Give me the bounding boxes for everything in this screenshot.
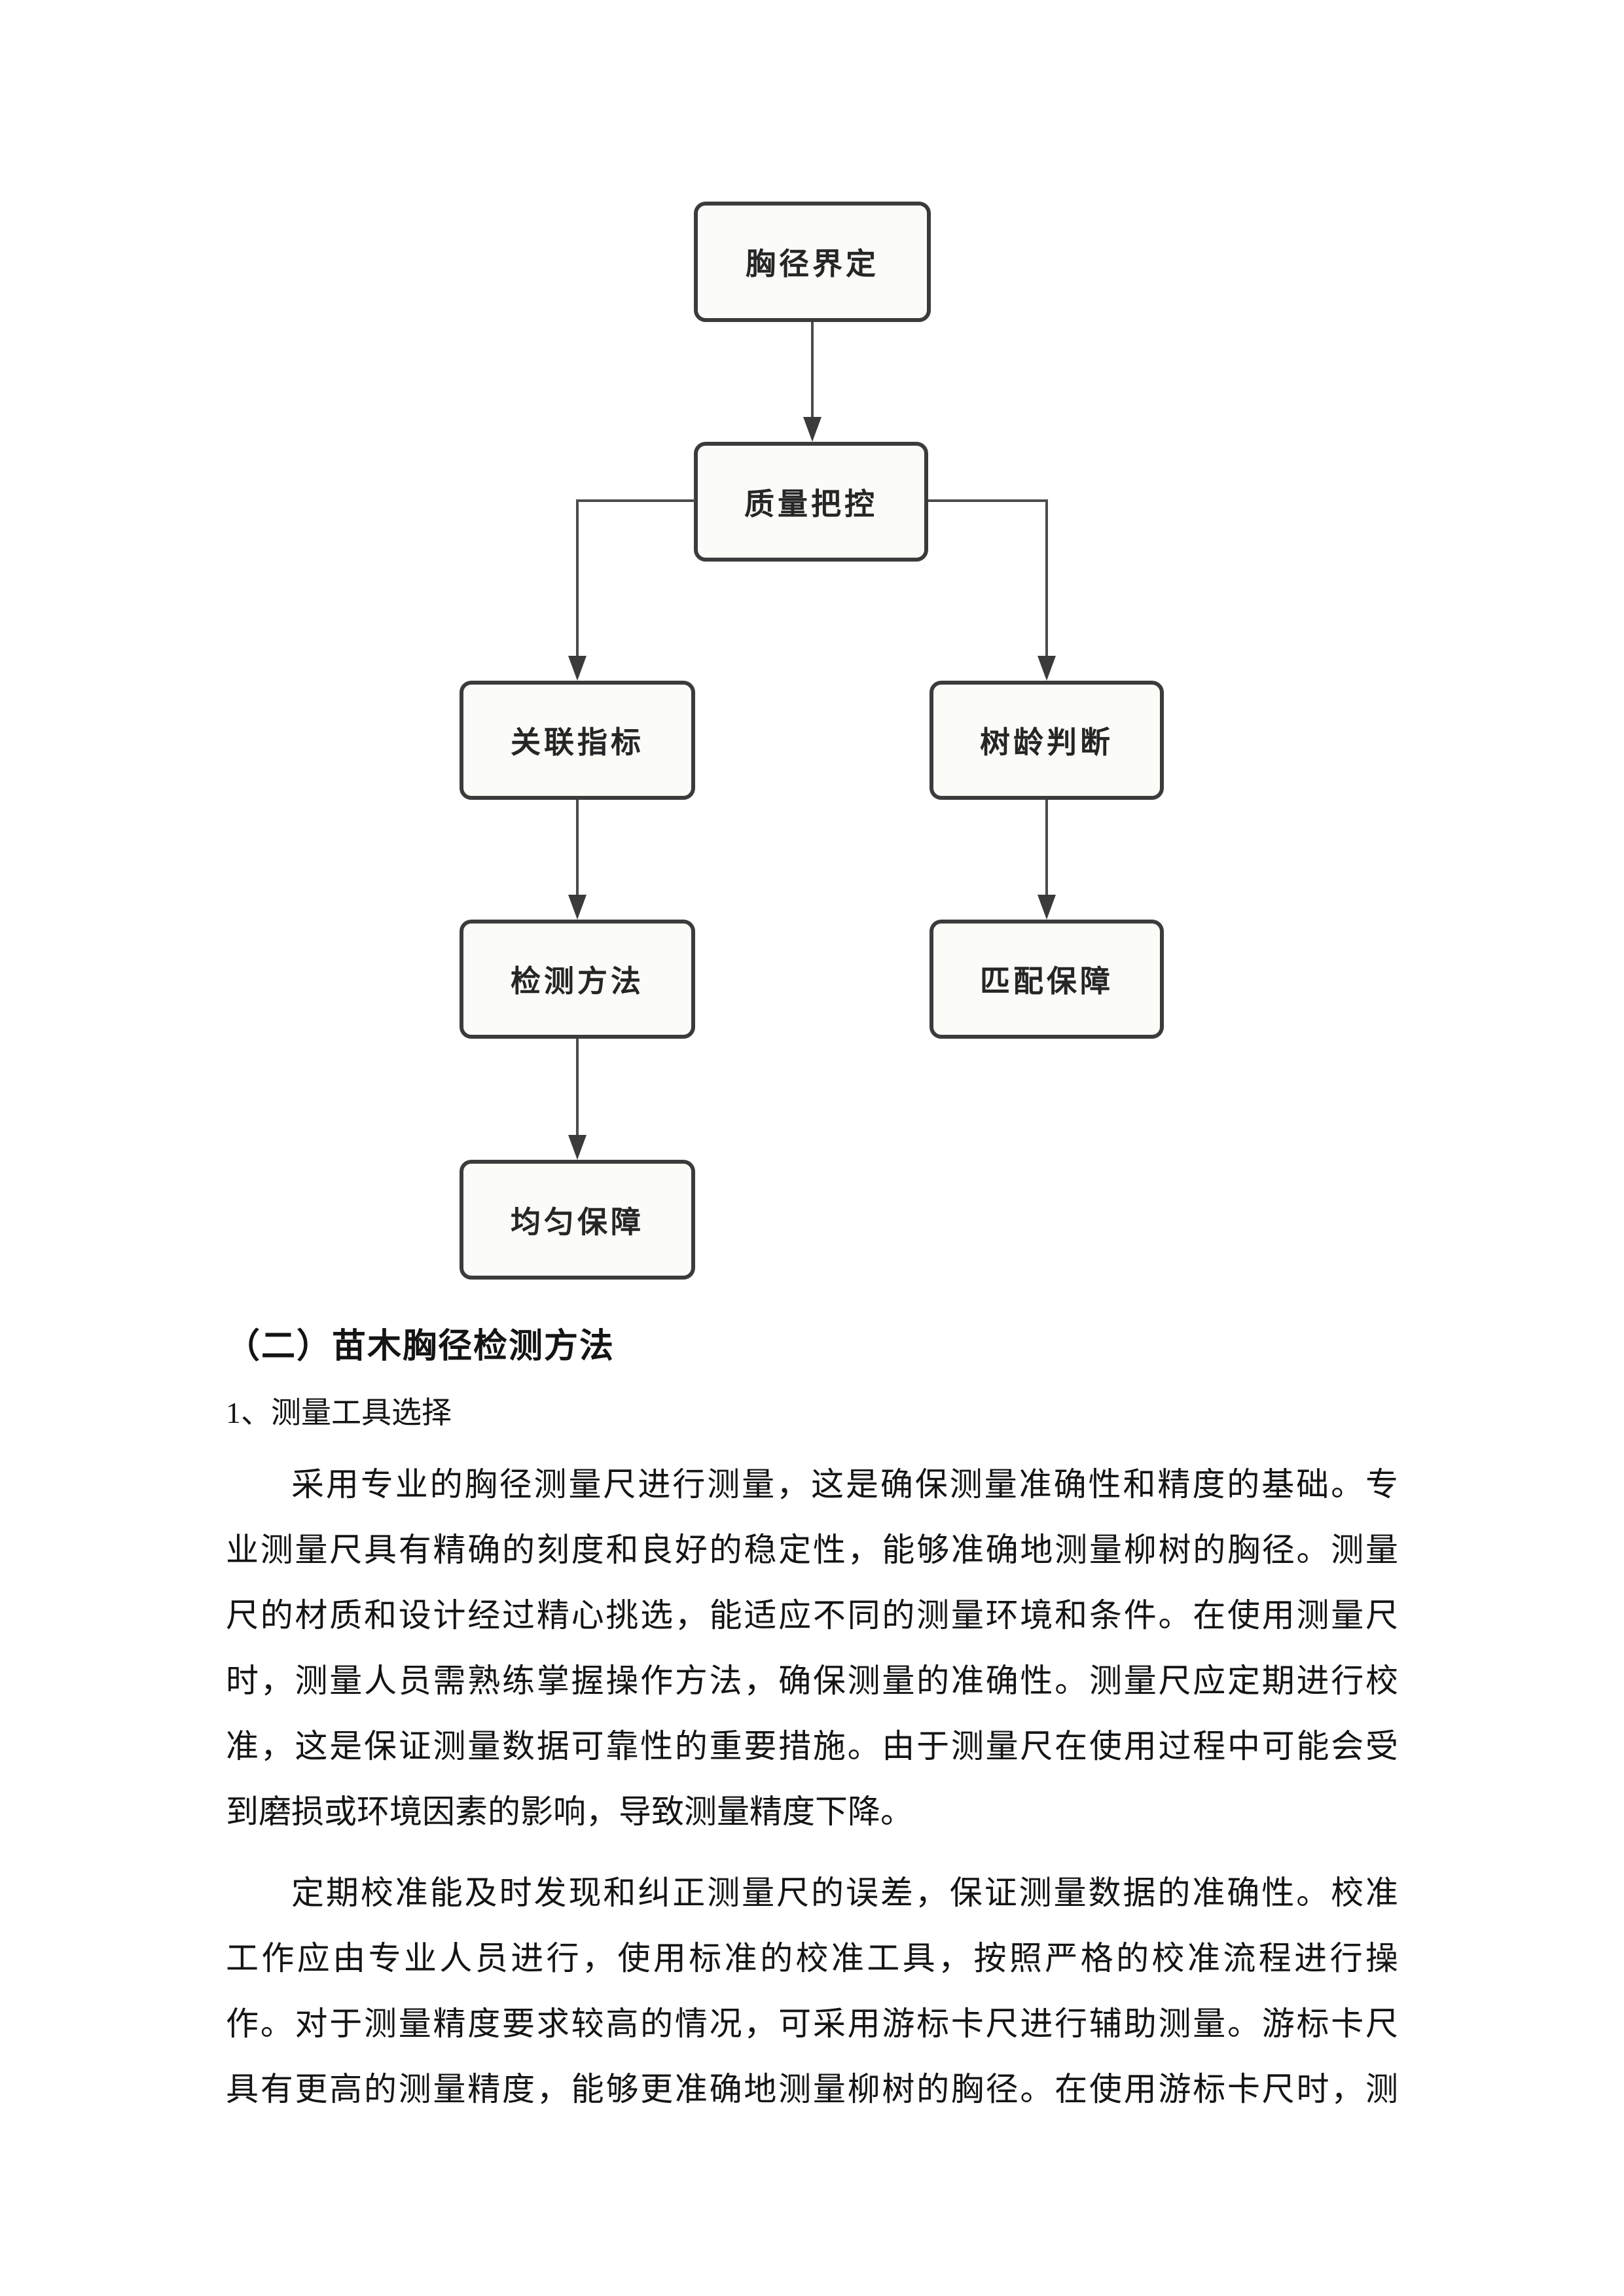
text-section: （二）苗木胸径检测方法 1、测量工具选择 采用专业的胸径测量尺进行测量，这是确保… [226,1323,1398,2122]
body-line: 尺的材质和设计经过精心挑选，能适应不同的测量环境和条件。在使用测量尺 [226,1597,1398,1634]
connector-n2-n4-horizontal [928,499,1047,502]
flow-node-label: 匹配保障 [980,965,1113,998]
body-line: 到磨损或环境因素的影响，导致测量精度下降。 [226,1793,913,1830]
connector-n1-n2 [811,322,814,417]
section-heading: （二）苗木胸径检测方法 [226,1328,615,1365]
flow-node-label: 胸径界定 [746,247,879,281]
body-line: 具有更高的测量精度，能够更准确地测量柳树的胸径。在使用游标卡尺时，测 [226,2071,1398,2108]
body-line: 工作应由专业人员进行，使用标准的校准工具，按照严格的校准流程进行操 [226,1940,1398,1977]
paragraph-measuring-tool-selection: 采用专业的胸径测量尺进行测量，这是确保测量准确性和精度的基础。专 业测量尺具有精… [226,1452,1398,1844]
connector-n2-n4-vertical [1045,499,1048,656]
arrowhead-down-icon [568,1135,586,1160]
arrowhead-down-icon [568,895,586,920]
flow-node-detection-method: 检测方法 [460,920,695,1039]
body-line: 定期校准能及时发现和纠正测量尺的误差，保证测量数据的准确性。校准 [291,1874,1398,1911]
body-line: 作。对于测量精度要求较高的情况，可采用游标卡尺进行辅助测量。游标卡尺 [226,2005,1398,2042]
connector-n5-n7 [576,1039,579,1135]
arrowhead-down-icon [568,656,586,681]
flow-node-label: 树龄判断 [980,726,1113,759]
body-line: 准，这是保证测量数据可靠性的重要措施。由于测量尺在使用过程中可能会受 [226,1728,1398,1765]
flow-node-quality-control: 质量把控 [694,442,928,562]
body-line: 业测量尺具有精确的刻度和良好的稳定性，能够准确地测量柳树的胸径。测量 [226,1532,1398,1568]
flow-node-label: 检测方法 [511,965,644,998]
flow-node-related-indicators: 关联指标 [460,681,695,800]
flow-node-uniformity-guarantee: 均匀保障 [460,1160,695,1280]
body-line: 时，测量人员需熟练掌握操作方法，确保测量的准确性。测量尺应定期进行校 [226,1662,1398,1699]
flow-node-matching-guarantee: 匹配保障 [929,920,1164,1039]
connector-n4-n6 [1045,800,1048,895]
paragraph-periodic-calibration: 定期校准能及时发现和纠正测量尺的误差，保证测量数据的准确性。校准 工作应由专业人… [226,1860,1398,2122]
arrowhead-down-icon [1038,895,1056,920]
flow-node-tree-age-judgment: 树龄判断 [929,681,1164,800]
arrowhead-down-icon [803,417,821,442]
flow-node-label: 均匀保障 [511,1205,644,1239]
connector-n2-n3-vertical [576,499,579,656]
connector-n2-n3-horizontal [576,499,695,502]
connector-n3-n5 [576,800,579,895]
subsection-heading: 1、测量工具选择 [226,1396,452,1429]
flow-node-label: 质量把控 [744,487,878,521]
flow-node-chest-diameter-definition: 胸径界定 [694,202,931,322]
flow-node-label: 关联指标 [511,726,644,759]
arrowhead-down-icon [1038,656,1056,681]
body-line: 采用专业的胸径测量尺进行测量，这是确保测量准确性和精度的基础。专 [291,1466,1398,1503]
